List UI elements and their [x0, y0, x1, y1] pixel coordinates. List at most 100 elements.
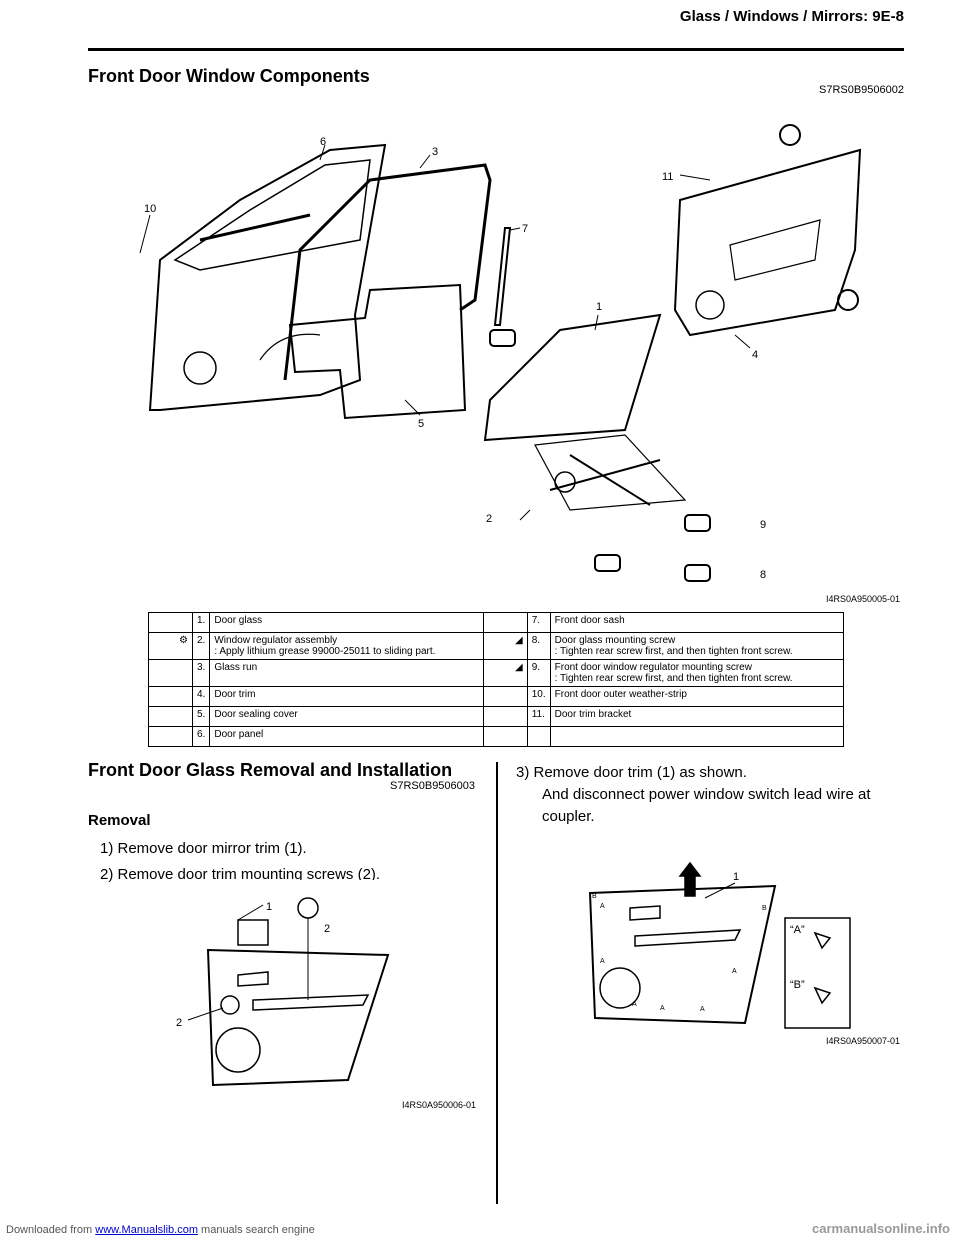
right-callout-1: 1: [733, 871, 739, 883]
section-code: S7RS0B9506002: [818, 84, 904, 96]
legend-right-label: Front door outer weather-strip: [554, 689, 687, 700]
clip-marker-a-1: A: [600, 903, 605, 910]
door-window-components-figure: 6 3 10 7 1 4 5 11 2 9 8 I4RS0A950005-01: [120, 110, 900, 604]
section-title: Front Door Window Components: [88, 66, 370, 86]
legend-right-note: : Tighten rear screw first, and then tig…: [554, 646, 793, 657]
callout-5: 5: [418, 418, 424, 430]
callout-6: 6: [320, 136, 326, 148]
removal-step-3-line-2: And disconnect power window switch lead …: [542, 786, 871, 803]
legend-right-number: 11.: [526, 706, 551, 727]
subsection-code: S7RS0B9506003: [390, 780, 476, 792]
left-callout-2-bottom: 2: [176, 1017, 182, 1029]
callout-9: 9: [760, 519, 766, 531]
legend-left-icon: [148, 726, 193, 747]
legend-left-icon: [148, 706, 193, 727]
main-figure-code: I4RS0A950005-01: [825, 594, 900, 604]
legend-right-number: [526, 726, 551, 747]
legend-right-note: : Tighten rear screw first, and then tig…: [554, 673, 793, 684]
legend-right-icon: [482, 612, 528, 633]
legend-right-label: Door trim bracket: [554, 709, 632, 720]
legend-left-label: Door sealing cover: [214, 709, 298, 720]
legend-left-label: Door panel: [214, 729, 264, 740]
legend-right-label: Door glass mounting screw: [554, 635, 676, 646]
footer-suffix: manuals search engine: [197, 1224, 315, 1236]
grease-icon: ⚙: [148, 632, 193, 660]
legend-left-text: Door sealing cover: [209, 706, 484, 727]
legend-left-icon: [148, 612, 193, 633]
components-legend-table: 1.Door glass 7.Front door sash ⚙2.Window r…: [148, 612, 845, 747]
removal-step-1: 1) Remove door mirror trim (1).: [100, 840, 307, 857]
callout-1: 1: [596, 301, 602, 313]
legend-right-text: Door glass mounting screw: Tighten rear …: [549, 632, 845, 660]
legend-right-text: Front door window regulator mounting scr…: [549, 659, 845, 687]
callout-4: 4: [752, 349, 758, 361]
legend-left-text: Window regulator assembly: Apply lithium…: [209, 632, 484, 660]
removal-heading: Removal: [88, 812, 151, 829]
door-trim-removal-figure: 1 “A” “B” A A A A A A B B I4RS0A950007-0…: [560, 838, 900, 1046]
legend-right-number: 7.: [526, 612, 551, 633]
legend-row: 5.Door sealing cover 11.Door trim bracket: [148, 706, 845, 727]
legend-right-text: Door trim bracket: [549, 706, 845, 727]
clip-b-label: “B”: [790, 979, 805, 991]
clip-marker-a-3: A: [632, 1001, 637, 1008]
clip-marker-b-2: B: [762, 905, 767, 912]
legend-row: 4.Door trim 10.Front door outer weather-s…: [148, 686, 845, 707]
legend-left-label: Door glass: [214, 615, 263, 626]
right-figure-code: I4RS0A950007-01: [825, 1036, 900, 1046]
callout-11: 11: [662, 171, 673, 183]
exploded-view-drawing: 6 3 10 7 1 4 5 11 2 9 8: [139, 124, 862, 582]
left-callout-2-top: 2: [324, 923, 330, 935]
torque-icon: ◢: [482, 659, 528, 687]
callout-3: 3: [432, 146, 438, 158]
legend-left-text: Glass run: [209, 659, 484, 687]
clip-marker-a-4: A: [660, 1005, 665, 1012]
legend-left-note: : Apply lithium grease 99000-25011 to sl…: [214, 646, 436, 657]
left-callout-1: 1: [266, 901, 272, 913]
legend-left-number: 4.: [191, 686, 211, 707]
door-trim-screws-figure: 1 2 2 I4RS0A950006-01: [168, 880, 476, 1110]
legend-row: ⚙2.Window regulator assembly: Apply lith…: [148, 632, 845, 660]
legend-right-number: 9.: [526, 659, 551, 687]
page-header-title: Glass / Windows / Mirrors: 9E-8: [679, 8, 904, 25]
legend-left-text: Door glass: [209, 612, 484, 633]
legend-right-number: 10.: [526, 686, 551, 707]
callout-10: 10: [144, 203, 156, 215]
clip-marker-a-2: A: [600, 958, 605, 965]
legend-right-text: Front door sash: [549, 612, 845, 633]
removal-step-3-line-1: 3) Remove door trim (1) as shown.: [516, 764, 747, 781]
legend-left-label: Door trim: [214, 689, 256, 700]
legend-left-label: Glass run: [214, 662, 258, 673]
legend-row: 6.Door panel: [148, 726, 845, 747]
legend-left-icon: [148, 686, 193, 707]
legend-left-number: 1.: [191, 612, 211, 633]
legend-right-icon: [482, 726, 528, 747]
callout-8: 8: [760, 569, 766, 581]
torque-icon: ◢: [482, 632, 528, 660]
legend-row: 1.Door glass 7.Front door sash: [148, 612, 845, 633]
legend-right-text: [549, 726, 845, 747]
legend-right-icon: [482, 706, 528, 727]
manualslib-link[interactable]: www.Manualslib.com: [95, 1224, 198, 1236]
clip-marker-b-1: B: [592, 893, 597, 900]
legend-right-text: Front door outer weather-strip: [549, 686, 845, 707]
left-figure-code: I4RS0A950006-01: [401, 1100, 476, 1110]
legend-left-text: Door trim: [209, 686, 484, 707]
legend-left-label: Window regulator assembly: [214, 635, 338, 646]
legend-left-text: Door panel: [209, 726, 484, 747]
legend-left-icon: [148, 659, 193, 687]
watermark-text: carmanualsonline.info: [812, 1221, 950, 1236]
legend-left-number: 6.: [191, 726, 211, 747]
clip-marker-a-5: A: [700, 1006, 705, 1013]
column-divider: [496, 762, 498, 1204]
footer-download-note: Downloaded from www.Manualslib.com manua…: [6, 1224, 315, 1236]
legend-right-label: Front door sash: [554, 615, 625, 626]
legend-left-number: 3.: [191, 659, 211, 687]
removal-step-3-line-3: coupler.: [542, 808, 595, 825]
removal-step-2: 2) Remove door trim mounting screws (2).: [100, 866, 381, 883]
legend-left-number: 5.: [191, 706, 211, 727]
legend-right-number: 8.: [526, 632, 551, 660]
subsection-title: Front Door Glass Removal and Installatio…: [88, 760, 453, 780]
callout-2: 2: [486, 513, 492, 525]
legend-right-label: Front door window regulator mounting scr…: [554, 662, 752, 673]
footer-prefix: Downloaded from: [6, 1224, 96, 1236]
